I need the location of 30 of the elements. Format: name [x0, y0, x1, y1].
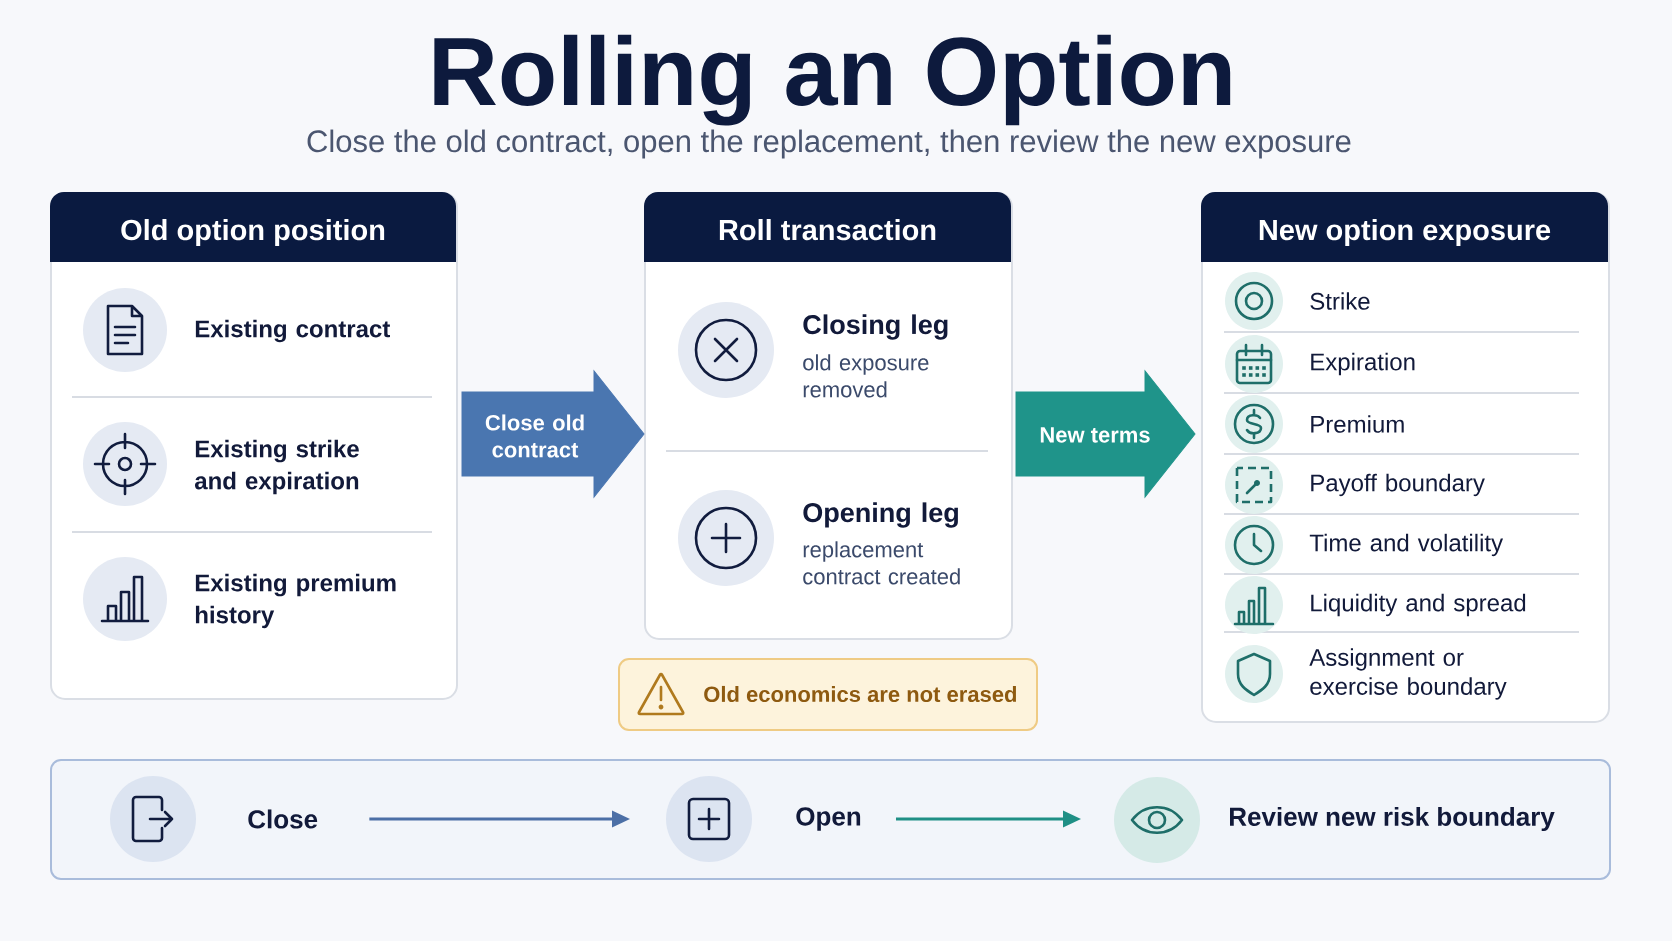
list-item: Existing strike and expiration: [195, 439, 359, 495]
list-item: Time and volatility: [1309, 533, 1504, 557]
step-item: Close: [248, 809, 318, 829]
title: Rolling an Option: [434, 34, 1231, 126]
list-item: Assignment or exercise boundary: [1309, 648, 1507, 700]
list-item: Expiration: [1311, 352, 1415, 376]
leg-title: Opening leg: [803, 502, 958, 528]
block-arrow: [1015, 370, 1196, 498]
callout-text: Old economics are not erased: [704, 685, 1016, 703]
process-band: [50, 759, 1611, 880]
edge-label: Close old contract: [485, 414, 584, 458]
list-item: Existing premium history: [195, 573, 396, 629]
list-item: Existing contract: [195, 319, 390, 343]
leg-title: Closing leg: [803, 314, 948, 340]
list-item: Strike: [1310, 292, 1370, 310]
panel-header: Old option position: [50, 192, 456, 262]
edge-label: New terms: [1040, 427, 1150, 443]
step-item: Review new risk boundary: [1230, 806, 1555, 832]
list-item: Liquidity and spread: [1311, 593, 1526, 617]
panel-header: Roll transaction: [644, 192, 1011, 262]
arrow: [896, 810, 1081, 828]
leg-note: replacement contract created: [803, 541, 960, 585]
block-arrow: [461, 370, 645, 498]
step-item: Open: [796, 807, 861, 831]
panel-header: New option exposure: [1201, 192, 1608, 262]
list-item: Payoff boundary: [1311, 473, 1485, 497]
list-item: Premium: [1311, 415, 1404, 433]
leg-note: old exposure removed: [803, 354, 929, 398]
arrow: [369, 810, 630, 828]
subtitle: Close the old contract, open the replacement, then review the new exposure: [307, 129, 1351, 159]
